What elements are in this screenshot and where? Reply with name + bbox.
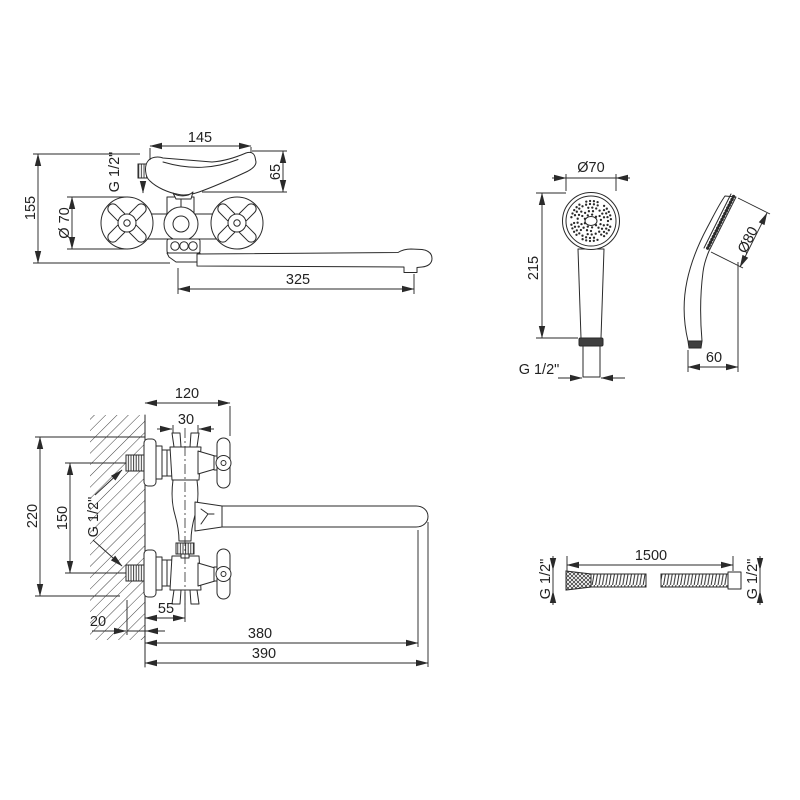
wall-section-hatch [90,415,145,640]
dim-label-depth: 120 [175,386,199,402]
dim-handle-diameter: Ø 70 [57,196,128,250]
dim-inlet-spacing: 150 [55,462,126,574]
cross-handle-left [100,196,154,250]
dim-lever-height: 65 [202,150,287,193]
dim-lever-length: 145 [149,130,252,160]
dim-label-overall-reach: 390 [252,646,276,662]
dim-label-inlet-spacing: 150 [55,506,71,530]
handset-side-view: Ø80 60 [683,193,771,372]
lower-valve-assembly [143,548,232,605]
dim-spout-length: 325 [177,268,415,294]
lever-handle [145,151,257,196]
handset-side-body [683,195,737,342]
dim-label-thread-top: G 1/2" [107,152,123,193]
hose-cone-fitting [565,570,592,591]
spray-center [584,216,598,226]
cross-handle-right [210,196,264,250]
dim-body-offset: 55 [144,592,186,622]
dim-label-body-offset: 55 [158,601,174,617]
dim-overall-reach: 390 [144,522,429,667]
faucet-side-view: 120 30 220 150 G 1/2" [25,386,429,668]
dim-label-hose-thread-left: G 1/2" [538,559,554,600]
dim-label-wall-inset: 20 [90,614,106,630]
dim-side-overall-height: 220 [25,436,145,597]
dim-label-slot: 30 [178,412,194,428]
hose-segment-right [660,573,729,588]
dim-label-lever-height: 65 [268,164,284,180]
dim-hose-thread-left: G 1/2" [538,556,557,605]
handset-side-nut [687,340,703,349]
inlet-pipe-top [125,454,146,472]
dim-label-overall-height: 155 [23,196,39,220]
dim-hose-length: 1500 [566,548,734,571]
dim-label-handset-thread: G 1/2" [519,362,560,378]
dim-label-spout-length: 325 [286,272,310,288]
dim-head-diameter: Ø70 [552,160,630,191]
dim-label-base-width: 60 [706,350,722,366]
dim-handset-thread: G 1/2" [519,362,625,382]
dim-label-hose-thread-right: G 1/2" [745,559,761,600]
dim-label-handle-diameter: Ø 70 [57,207,73,238]
dim-label-inlet-thread: G 1/2" [86,497,102,538]
dim-label-side-overall-height: 220 [25,504,41,528]
spout-joint [194,501,223,532]
handset-nut [578,337,604,347]
hose-view: 1500 G 1/2" G 1/2" [538,548,764,605]
spout-side [221,505,429,528]
dim-base-width: 60 [687,262,739,372]
dim-label-lever-length: 145 [188,130,212,146]
dim-overall-height: 155 [23,153,170,264]
spray-face-edge [705,194,736,252]
dim-label-head-diameter: Ø70 [577,160,604,176]
dim-thread-top: G 1/2" [107,152,147,194]
inlet-pipe-bottom [125,564,146,582]
hose-nut [727,571,742,590]
dim-inlet-thread: G 1/2" [86,469,123,567]
dim-hose-thread-right: G 1/2" [745,556,764,605]
handset-connector [582,345,601,378]
dim-label-hose-length: 1500 [635,548,667,564]
dim-depth: 120 [144,386,231,436]
dim-slot: 30 [157,412,214,433]
dim-label-spout-reach: 380 [248,626,272,642]
hose-segment-left [590,573,647,588]
spray-nozzle-dots [570,199,613,243]
upper-valve-assembly [143,432,232,489]
faucet-front-view: 145 G 1/2" 65 Ø 70 155 [23,130,433,294]
handset-front-view: Ø70 215 G 1/2" [519,160,630,382]
handset-grip [577,248,605,339]
spout-front [196,248,433,273]
dim-label-head-depth: Ø80 [735,224,762,256]
dim-spout-reach: 380 [144,530,419,647]
dim-label-handset-length: 215 [526,256,542,280]
dim-wall-inset: 20 [90,600,165,635]
dim-handset-length: 215 [526,192,578,339]
